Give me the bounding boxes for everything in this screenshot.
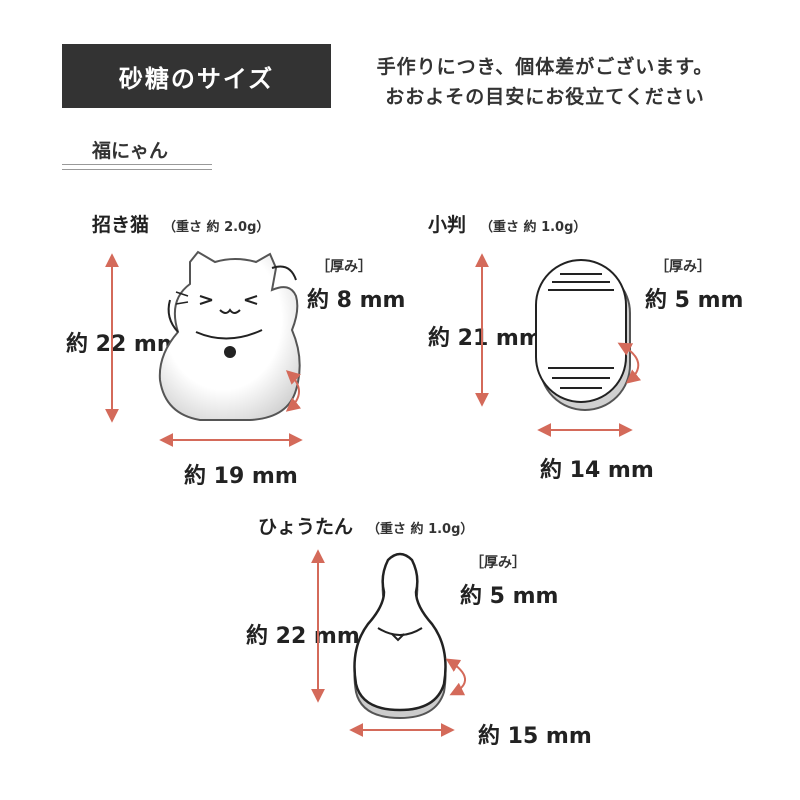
section-label: 福にゃん — [92, 140, 169, 162]
height-value: 約 22 mm — [246, 624, 360, 649]
width-value: 約 14 mm — [540, 458, 654, 483]
item-name: 招き猫 — [92, 214, 150, 236]
width-value: 約 19 mm — [184, 464, 298, 489]
thickness-arrow — [445, 658, 466, 696]
item-hyoutan-heading: ひょうたん （重さ 約 1.0g） — [258, 512, 473, 539]
note-line-2: おおよその目安にお役立てください — [385, 86, 705, 108]
thickness-value: 約 8 mm — [307, 288, 406, 313]
item-weight: （重さ 約 1.0g） — [367, 522, 474, 537]
maneki-neko-illustration — [158, 250, 301, 421]
section-divider — [62, 164, 212, 170]
thickness-value: 約 5 mm — [460, 584, 559, 609]
page-title: 砂糖のサイズ — [62, 44, 331, 108]
thickness-label: ［厚み］ — [470, 555, 526, 571]
item-koban-heading: 小判 （重さ 約 1.0g） — [428, 210, 586, 237]
koban-illustration — [535, 259, 631, 411]
thickness-arrow — [285, 370, 302, 412]
item-maneki-neko-heading: 招き猫 （重さ 約 2.0g） — [92, 210, 269, 237]
thickness-value: 約 5 mm — [645, 288, 744, 313]
note-line-1: 手作りにつき、個体差がございます。 — [376, 56, 714, 78]
height-value: 約 22 mm — [66, 332, 180, 357]
width-value: 約 15 mm — [478, 724, 592, 749]
thickness-arrow — [617, 342, 642, 384]
item-weight: （重さ 約 2.0g） — [163, 220, 270, 235]
hyoutan-illustration — [353, 552, 447, 720]
item-name: ひょうたん — [258, 516, 354, 538]
item-weight: （重さ 約 1.0g） — [480, 220, 587, 235]
thickness-label: ［厚み］ — [316, 259, 372, 275]
thickness-label: ［厚み］ — [655, 259, 711, 275]
item-name: 小判 — [428, 214, 467, 236]
